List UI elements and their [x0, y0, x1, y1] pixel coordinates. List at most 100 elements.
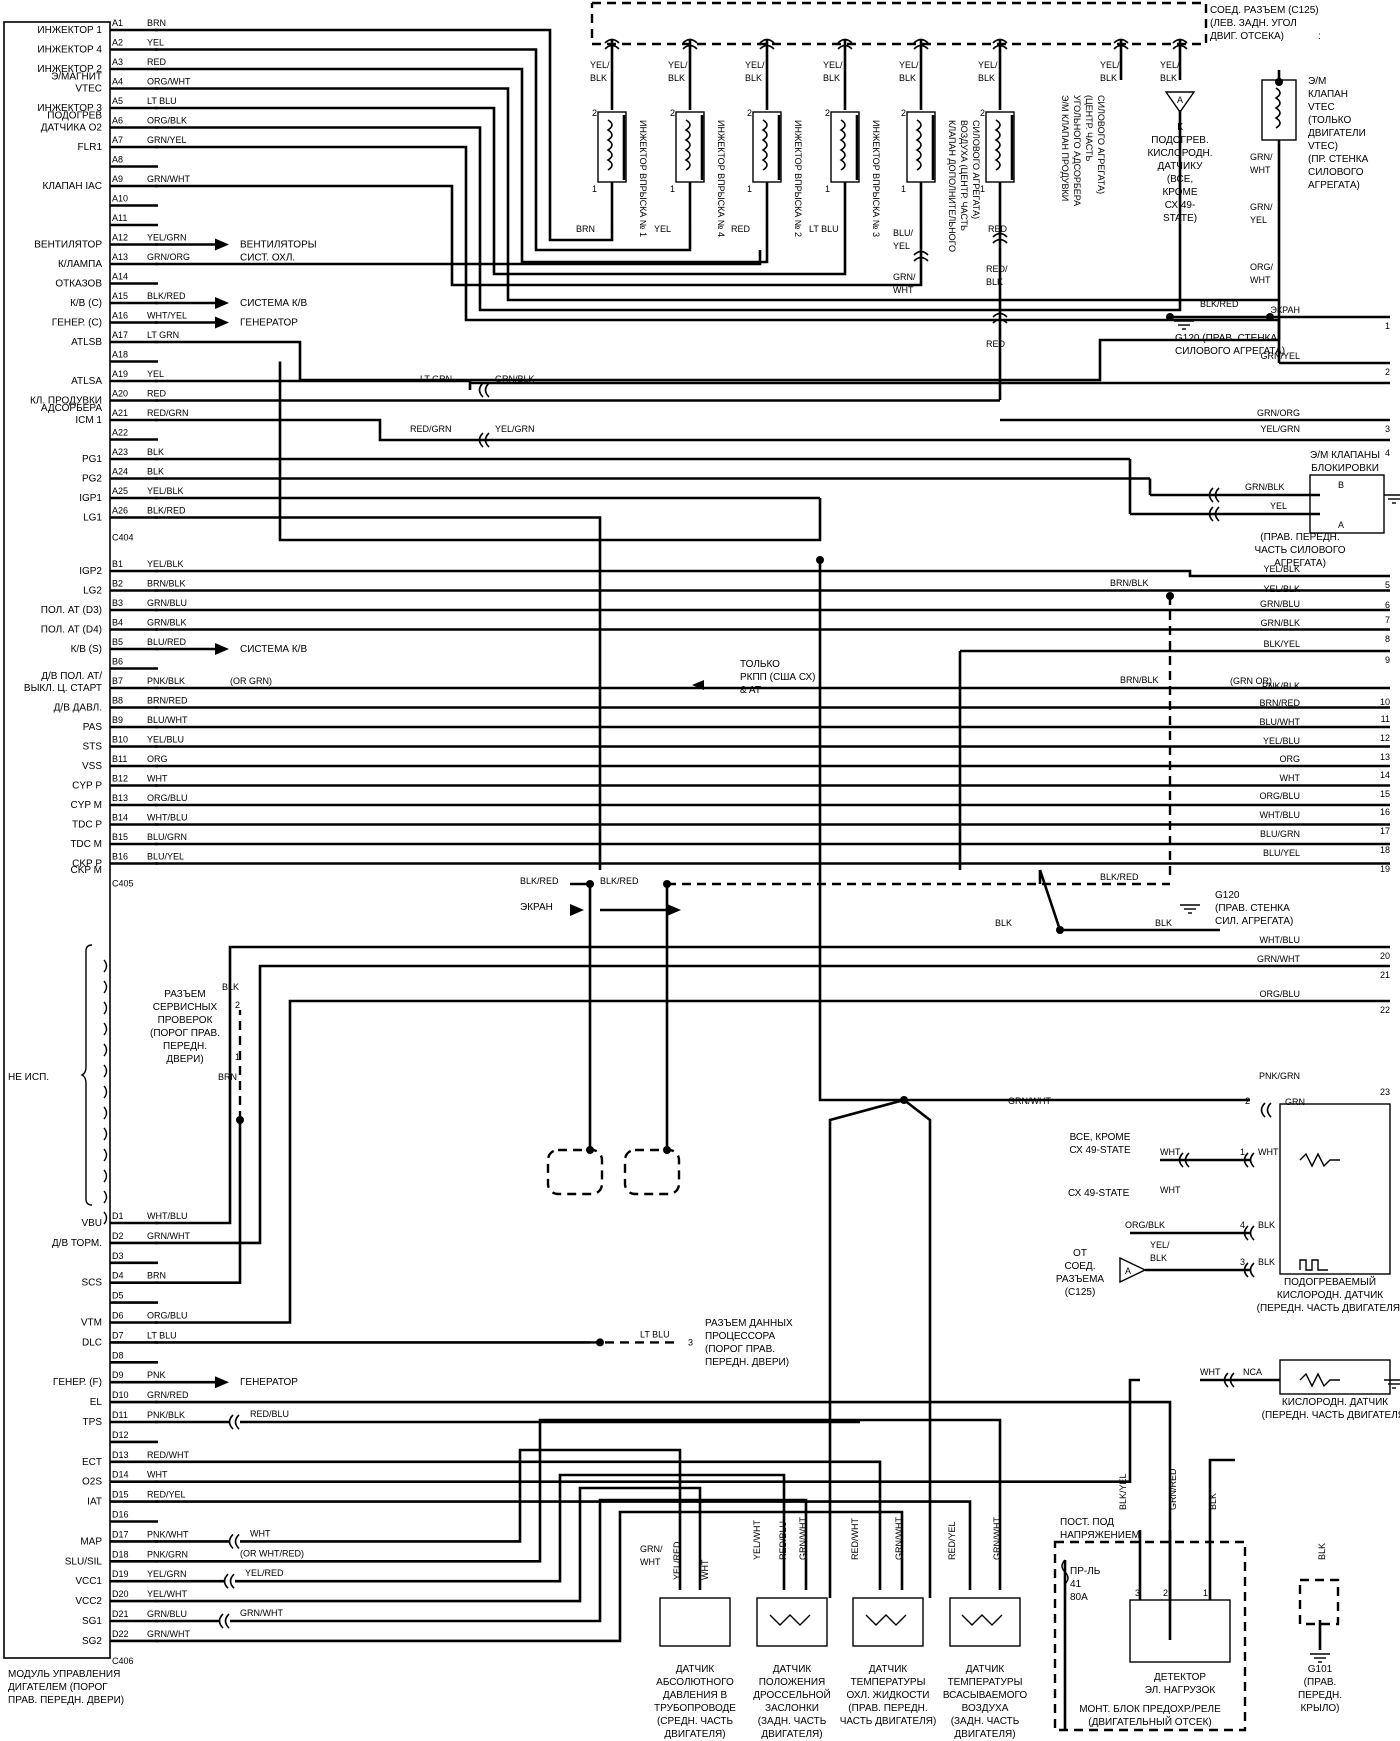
- g101-label: (ПРАВ.: [1304, 1677, 1337, 1688]
- wire-code: YEL/GRN: [147, 1569, 187, 1579]
- injector-wire-code: LT BLU: [809, 224, 839, 234]
- wire-code: GRN/WHT: [992, 1517, 1002, 1560]
- pin-function: MAP: [80, 1536, 102, 1547]
- connector-contact: [1249, 1262, 1255, 1278]
- wire-code: PNK: [147, 1370, 166, 1380]
- terminal-number: 1: [980, 184, 985, 194]
- wire-code: BLK: [147, 467, 164, 477]
- c125-contact: [837, 38, 853, 44]
- wire-code: BLK/RED: [600, 876, 639, 886]
- d1-wire: [155, 945, 1390, 1225]
- pin-label: D9: [112, 1370, 124, 1380]
- vtec-valve-label: (ТОЛЬКО: [1308, 115, 1351, 126]
- d2-wire: [155, 964, 1390, 1245]
- wire-code: PNK/GRN: [147, 1549, 188, 1559]
- pin-label: A10: [112, 194, 128, 204]
- wire-code: RED: [986, 339, 1006, 349]
- wire-code: BLK/RED: [1100, 872, 1139, 882]
- pin-function: VCC2: [75, 1596, 102, 1607]
- shielded-pair-outline: [546, 1148, 604, 1196]
- pin-function: SG2: [82, 1636, 102, 1647]
- a13-wire: [155, 250, 762, 266]
- c125-contact: [682, 38, 698, 44]
- arrow-right-icon: [215, 316, 229, 329]
- pin-label: A3: [112, 57, 123, 67]
- wire-code: GRN/: [1250, 152, 1273, 162]
- output-number: 1: [1385, 321, 1390, 331]
- wire-code: ORG/BLK: [1125, 1220, 1165, 1230]
- pin-function: CKP M: [71, 865, 103, 876]
- output-wire-code: YEL/GRN: [1260, 424, 1300, 434]
- pin-label: D12: [112, 1430, 129, 1440]
- output-wire-code: WHT/BLU: [1260, 810, 1301, 820]
- sensor-label: ДРОССЕЛЬНОЙ: [753, 1688, 830, 1701]
- output-number: 21: [1380, 970, 1390, 980]
- not-used-brace: [80, 944, 93, 1206]
- wire-code: BLK: [1208, 1493, 1218, 1510]
- pin-function: IGP1: [79, 493, 102, 504]
- bus-wire: [818, 560, 904, 1102]
- injector-wire-code: YEL: [654, 224, 671, 234]
- heated-o2-body: [1279, 1103, 1391, 1275]
- wire-code: BRN/BLK: [147, 579, 186, 589]
- pin-function: ICM 1: [75, 415, 102, 426]
- wire-code: GRN/BLU: [147, 1609, 187, 1619]
- wire-code: GRN/ORG: [147, 252, 190, 262]
- ground-bus-wire: [278, 361, 822, 542]
- fuse-box-label: (ДВИГАТЕЛЬНЫЙ ОТСЕК): [1088, 1715, 1211, 1728]
- pin-label: D14: [112, 1470, 129, 1480]
- output-wire-code: ЭКРАН: [1270, 305, 1300, 315]
- pin-label: D11: [112, 1410, 128, 1420]
- terminal-number: 1: [1240, 1147, 1245, 1157]
- vtec-valve-label: АГРЕГАТА): [1308, 180, 1360, 191]
- output-wire-code: YEL/BLU: [1263, 736, 1300, 746]
- fuse-label: 80A: [1070, 1592, 1088, 1603]
- pin-label: D16: [112, 1510, 129, 1520]
- sensor-label: (ЗАДН. ЧАСТЬ: [758, 1716, 827, 1727]
- output-number: 6: [1385, 600, 1390, 610]
- connector-contact: [484, 382, 490, 398]
- sensor-label: (СРЕДН. ЧАСТЬ: [657, 1716, 734, 1727]
- wire-code: YEL/GRN: [147, 233, 187, 243]
- service-connector-label: (ПОРОГ ПРАВ.: [150, 1028, 220, 1039]
- wire-code: PNK/BLK: [147, 676, 185, 686]
- junction-dot: [816, 556, 824, 564]
- generator-label: ГЕНЕРАТОР: [240, 1377, 298, 1388]
- output-wire-code: GRN/WHT: [1257, 954, 1300, 964]
- lockup-solenoid-body: [1309, 474, 1385, 534]
- wire-code: BLU/WHT: [147, 715, 188, 725]
- component-outlines: [3, 21, 1400, 1663]
- arrow-right-icon: [570, 904, 584, 916]
- pin-function: Д/В ДАВЛ.: [54, 703, 102, 714]
- wire-code: RED/BLU: [778, 1521, 788, 1560]
- to-o2-heater-label: КРОМЕ: [1162, 187, 1197, 198]
- vtec-valve-label: СИЛОВОГО: [1308, 167, 1364, 178]
- junction-dot: [586, 1146, 594, 1154]
- pin-label: A13: [112, 252, 128, 262]
- junction-dots: [215, 78, 1283, 1389]
- a1-wire: [155, 28, 614, 242]
- coil-icon: [684, 119, 691, 171]
- wire-code: BLK: [222, 982, 239, 992]
- d21-wire: [230, 1498, 808, 1623]
- eld-body: [1129, 1599, 1231, 1663]
- output-number: 23: [1380, 1087, 1390, 1097]
- wire-code: BLK: [1100, 73, 1117, 83]
- wire-code: BLK/RED: [147, 506, 186, 516]
- o2-from-c125-arrow-icon: [1119, 1256, 1147, 1284]
- dashed-wires: [238, 1, 1340, 1732]
- c125-contact: [992, 44, 1008, 50]
- wire-code: RED: [147, 389, 167, 399]
- wire-code: GRN/BLU: [147, 598, 187, 608]
- c125-label: (ЛЕВ. ЗАДН. УГОЛ: [1210, 18, 1297, 29]
- connector-contact: [234, 1414, 240, 1430]
- injector-body: [830, 111, 860, 183]
- pin-function: VTEC: [75, 84, 102, 95]
- unused-pin-mark: [103, 1001, 108, 1015]
- injector-label: ИНЖЕКТОР ВПРЫСКА № 1: [638, 120, 648, 237]
- unused-pin-mark: [103, 1127, 108, 1141]
- pin-label: A1: [112, 18, 123, 28]
- o2-sensor-label: КИСЛОРОДН. ДАТЧИК: [1282, 1397, 1388, 1408]
- pin-function: SCS: [81, 1278, 102, 1289]
- wire-code: BRN/BLK: [1110, 578, 1149, 588]
